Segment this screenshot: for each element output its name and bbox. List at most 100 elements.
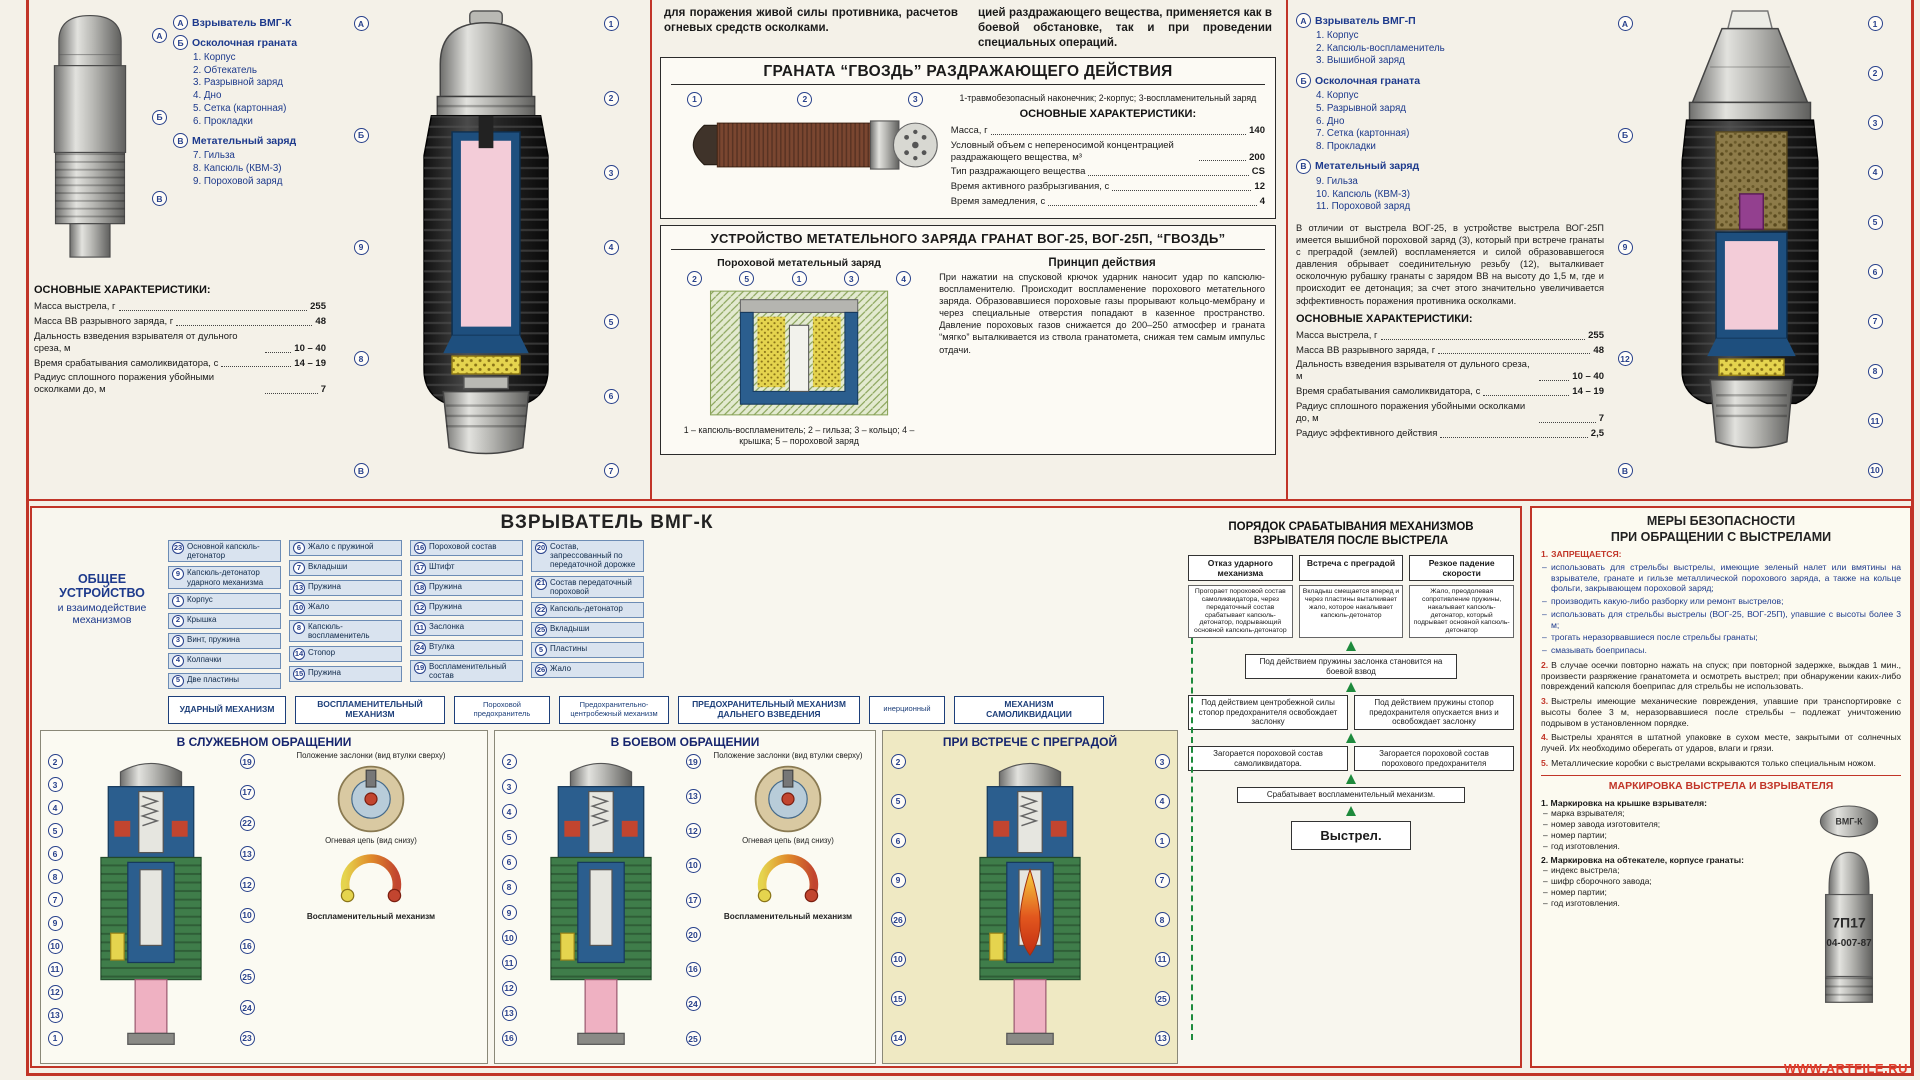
fuze-cutaway-service	[67, 750, 235, 1048]
callout-letter: А	[173, 15, 188, 30]
characteristic-label: Масса выстрела, г	[1296, 329, 1378, 341]
flow-box: Резкое падение скорости	[1409, 554, 1515, 582]
intro-paragraph-1: для поражения живой силы противника, рас…	[664, 7, 958, 34]
callout: 7	[1154, 872, 1170, 888]
callout: 3	[47, 777, 63, 793]
parts-section-title: Взрыватель ВМГ-П	[1315, 14, 1416, 27]
callout: А	[1617, 16, 1633, 31]
callout: 9	[501, 905, 517, 921]
part-item: 6. Прокладки	[193, 115, 253, 127]
characteristic-label: Радиус сплошного поражения убойными оско…	[1296, 401, 1526, 424]
flow-note: Жало, преодолевая сопротивление пружины,…	[1409, 585, 1515, 638]
svg-text:ВМГ-К: ВМГ-К	[1836, 817, 1864, 827]
callout: 1	[687, 91, 702, 107]
callout: 2	[47, 754, 63, 769]
dot-leader	[1440, 436, 1588, 438]
fire-chain-label: Огневая цепь (вид снизу)	[325, 835, 417, 845]
part-item: 7. Сетка (картонная)	[1316, 128, 1410, 140]
callout: 9	[47, 915, 63, 931]
callout: 6	[501, 854, 517, 870]
component-number: 16	[414, 542, 426, 554]
marking-bullet: год изготовления.	[1541, 841, 1789, 852]
forbidden-bullets: использовать для стрельбы выстрелы, имею…	[1541, 562, 1901, 656]
forbidden-heading: ЗАПРЕЩАЕТСЯ:	[1551, 549, 1622, 560]
parts-section-title: Осколочная граната	[192, 36, 298, 49]
flow-box: Под действием центробежной силы стопор п…	[1188, 695, 1348, 730]
characteristic-row: Дальность взведения взрывателя от дульно…	[1296, 359, 1604, 383]
characteristic-row: Радиус сплошного поражения убойными оско…	[1296, 401, 1604, 425]
flow-box: Загорается пороховой состав самоликвидат…	[1188, 745, 1348, 772]
component-number: 17	[414, 562, 426, 574]
safety-item: 2.В случае осечки повторно нажать на спу…	[1541, 660, 1901, 692]
component-label: Состав передаточный пороховой	[550, 577, 632, 596]
part-item: 10. Капсюль (КВМ-3)	[1316, 188, 1411, 200]
dot-leader	[264, 393, 318, 395]
component-label: Капсюль-детонатор	[550, 603, 623, 613]
characteristic-label: Время активного разбрызгивания, с	[950, 181, 1110, 193]
component-number: 22	[535, 603, 547, 616]
part-item: 7. Гильза	[193, 150, 235, 162]
intro-text: для поражения живой силы противника, рас…	[664, 6, 1272, 51]
panel-insets: Положение заслонки (вид втулки сверху) О…	[705, 750, 871, 1050]
component-number: 7	[293, 562, 305, 574]
panel-title: В СЛУЖЕБНОМ ОБРАЩЕНИИ	[176, 735, 352, 749]
callout: 4	[603, 239, 619, 255]
marking-images: ВМГ-К 7П17 04-007-87	[1797, 795, 1901, 1019]
part-item: 1. Корпус	[1316, 30, 1359, 41]
marking-head-1: 1. Маркировка на крышке взрывателя:	[1541, 798, 1707, 809]
component-label: Капсюль-воспламенитель	[308, 622, 370, 641]
callout: 6	[1867, 264, 1883, 280]
characteristic-label: Дальность взведения взрывателя от дульно…	[34, 330, 238, 354]
callout: 7	[47, 892, 63, 908]
callout: 2	[501, 754, 517, 769]
callout: В	[353, 463, 369, 478]
item-number: 1.	[1541, 549, 1549, 560]
characteristic-label: Масса, г	[950, 124, 988, 136]
callout: В	[152, 191, 167, 206]
component-label: Пороховой состав	[429, 542, 497, 551]
callout: 24	[239, 1000, 255, 1016]
callout: 1	[1154, 833, 1170, 849]
callout: Б	[152, 109, 167, 125]
svg-text:04-007-87: 04-007-87	[1826, 939, 1872, 950]
component-label: Корпус	[187, 594, 213, 604]
callout: 4	[896, 271, 912, 287]
callout: 19	[685, 754, 701, 769]
shutter-position-label: Положение заслонки (вид втулки сверху)	[713, 751, 863, 760]
callout: 14	[890, 1030, 906, 1046]
dot-leader	[118, 309, 308, 311]
part-item: 3. Вышибной заряд	[1316, 55, 1405, 67]
notes-row: Прогорает пороховой состав самоликвидато…	[1188, 585, 1515, 638]
safety-item: 4.Выстрелы хранятся в штатной упаковке в…	[1541, 732, 1901, 753]
component-number: 19	[414, 662, 426, 674]
gvozd-title: ГРАНАТА “ГВОЗДЬ” РАЗДРАЖАЮЩЕГО ДЕЙСТВИЯ	[763, 62, 1173, 80]
callout: 8	[47, 869, 63, 885]
characteristic-label: Масса выстрела, г	[34, 301, 116, 312]
site-watermark: WWW.ARTFILE.RU	[1784, 1061, 1908, 1076]
